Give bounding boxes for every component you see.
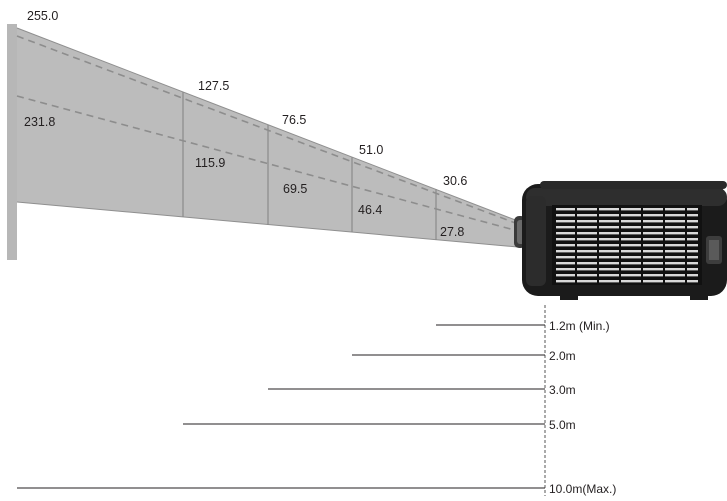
screen-panel (7, 24, 17, 260)
distance-label-1-2m: 1.2m (Min.) (549, 319, 610, 333)
diagonal-label-2m: 51.0 (359, 143, 383, 157)
diagonal-label-1-2m: 30.6 (443, 174, 467, 188)
vent-slat (556, 220, 698, 223)
vent-slat (556, 214, 698, 217)
vent-divider (597, 207, 599, 285)
vent-slat (556, 280, 698, 283)
width-label-1-2m: 27.8 (440, 225, 464, 239)
width-label-2m: 46.4 (358, 203, 382, 217)
vent-slat (556, 238, 698, 241)
vent-slat (556, 244, 698, 247)
vent-slat (556, 208, 698, 211)
distance-label-3m: 3.0m (549, 383, 576, 397)
distance-label-2m: 2.0m (549, 349, 576, 363)
vent-slat (556, 250, 698, 253)
vent-slat (556, 232, 698, 235)
vent-slat (556, 262, 698, 265)
vent-slat (556, 268, 698, 271)
vent-divider (575, 207, 577, 285)
distance-label-10m: 10.0m(Max.) (549, 482, 616, 496)
width-label-5m: 115.9 (195, 156, 225, 170)
width-label-3m: 69.5 (283, 182, 307, 196)
vent-slat (556, 226, 698, 229)
vent-slat (556, 256, 698, 259)
dashed-guide-diagonal (16, 35, 519, 225)
projector-icon (514, 181, 727, 300)
distance-label-5m: 5.0m (549, 418, 576, 432)
vent-divider (663, 207, 665, 285)
vent-slat (556, 274, 698, 277)
vent-divider (641, 207, 643, 285)
diagonal-label-3m: 76.5 (282, 113, 306, 127)
dashed-guide-width (16, 95, 519, 232)
diagonal-label-5m: 127.5 (198, 79, 229, 93)
beam-top-edge (16, 27, 519, 222)
vent-divider (619, 207, 621, 285)
diagonal-label-10m: 255.0 (27, 9, 58, 23)
vent-divider (685, 207, 687, 285)
width-label-10m: 231.8 (24, 115, 55, 129)
